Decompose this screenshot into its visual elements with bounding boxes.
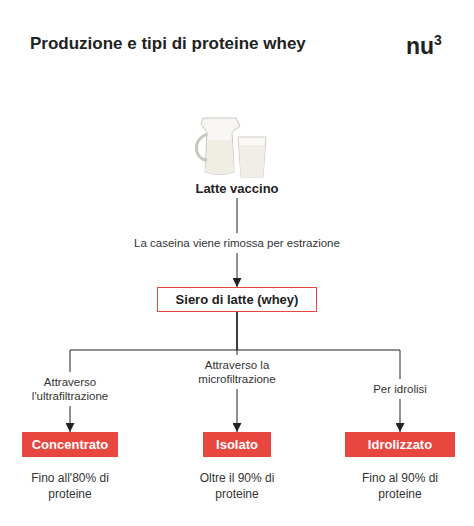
glass-milk xyxy=(239,145,265,177)
jug-handle xyxy=(196,134,207,160)
milk-glass xyxy=(238,137,266,177)
product-box: IdrolizzatoFino al 90% di proteine xyxy=(345,432,455,457)
protein-content: Fino all'80% di proteine xyxy=(10,470,130,502)
jug-milk xyxy=(205,140,234,175)
process-box: Siero di latte (whey) xyxy=(157,287,317,312)
edge-label: Per idrolisi xyxy=(371,379,429,399)
node-heading: Concentrato xyxy=(32,437,109,452)
source-node: Latte vaccino xyxy=(157,178,317,198)
brand-logo: nu3 xyxy=(406,32,442,60)
node-heading: Latte vaccino xyxy=(195,181,278,196)
edge-label: La caseina viene rimossa per estrazione xyxy=(132,233,342,253)
milk-jug xyxy=(196,118,240,175)
logo-text: nu xyxy=(406,33,434,59)
diagram-title: Produzione e tipi di proteine whey xyxy=(30,34,306,54)
node-heading: Isolato xyxy=(216,437,258,452)
protein-content: Oltre il 90% di proteine xyxy=(177,470,297,502)
edge-label: Attraverso la microfiltrazione xyxy=(181,355,293,389)
node-heading: Idrolizzato xyxy=(368,437,432,452)
glass-body xyxy=(238,137,266,177)
logo-superscript: 3 xyxy=(434,32,442,48)
product-box: ConcentratoFino all'80% di proteine xyxy=(22,432,118,457)
protein-content: Fino al 90% di proteine xyxy=(340,470,460,502)
jug-body xyxy=(201,118,240,175)
product-box: IsolatoOltre il 90% di proteine xyxy=(203,432,271,457)
node-heading: Siero di latte (whey) xyxy=(176,292,299,307)
edge-label: Attraverso l'ultrafiltrazione xyxy=(14,372,126,406)
